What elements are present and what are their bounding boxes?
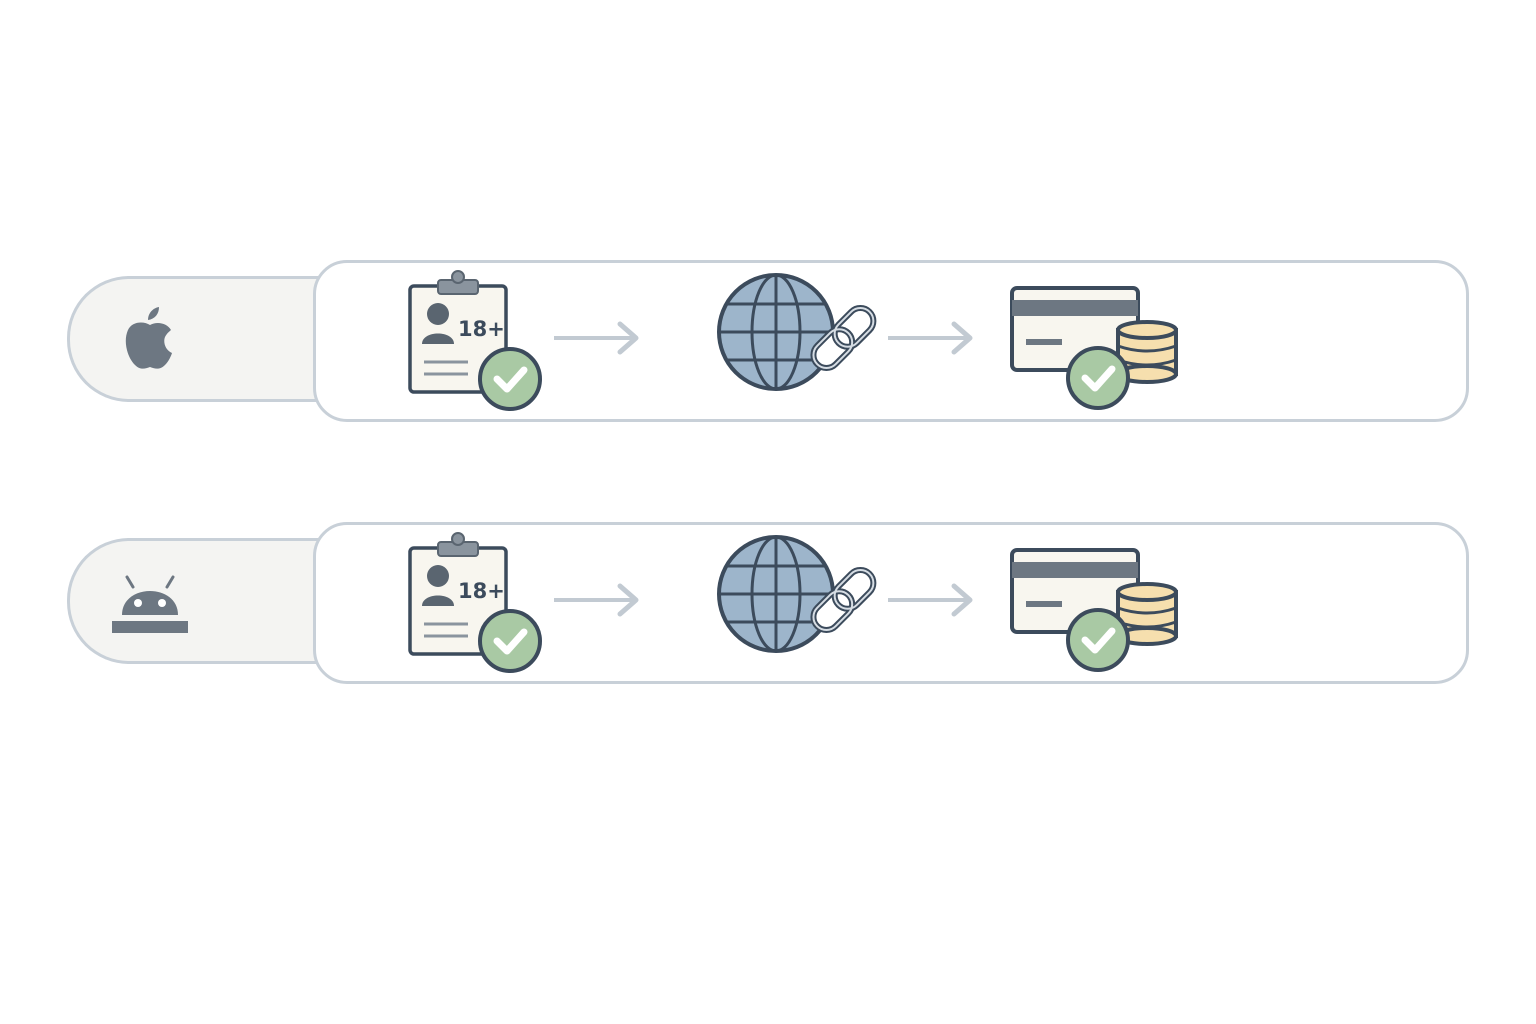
check-circle-icon — [1066, 346, 1130, 410]
age-verification-icon: 18+ — [408, 270, 542, 411]
arrow-right-icon — [888, 583, 973, 617]
arrow-right-icon — [554, 583, 639, 617]
age-badge-text: 18+ — [458, 317, 505, 341]
globe-link-icon — [717, 535, 877, 653]
check-circle-icon — [478, 609, 542, 673]
apple-icon — [125, 307, 172, 369]
globe-link-icon — [717, 273, 877, 391]
arrow-right-icon — [554, 321, 639, 355]
android-icon — [112, 575, 188, 633]
coin-stack-icon — [1116, 320, 1178, 384]
android-flow-row: 18+ — [0, 520, 1536, 690]
ios-flow-row: 18+ — [0, 258, 1536, 428]
arrow-right-icon — [888, 321, 973, 355]
check-circle-icon — [478, 347, 542, 411]
platform-tab-android — [67, 538, 347, 664]
age-verification-icon: 18+ — [408, 532, 542, 673]
payment-card-coins-icon — [1010, 286, 1178, 410]
check-circle-icon — [1066, 608, 1130, 672]
platform-tab-ios — [67, 276, 347, 402]
age-badge-text: 18+ — [458, 579, 505, 603]
payment-card-coins-icon — [1010, 548, 1178, 672]
